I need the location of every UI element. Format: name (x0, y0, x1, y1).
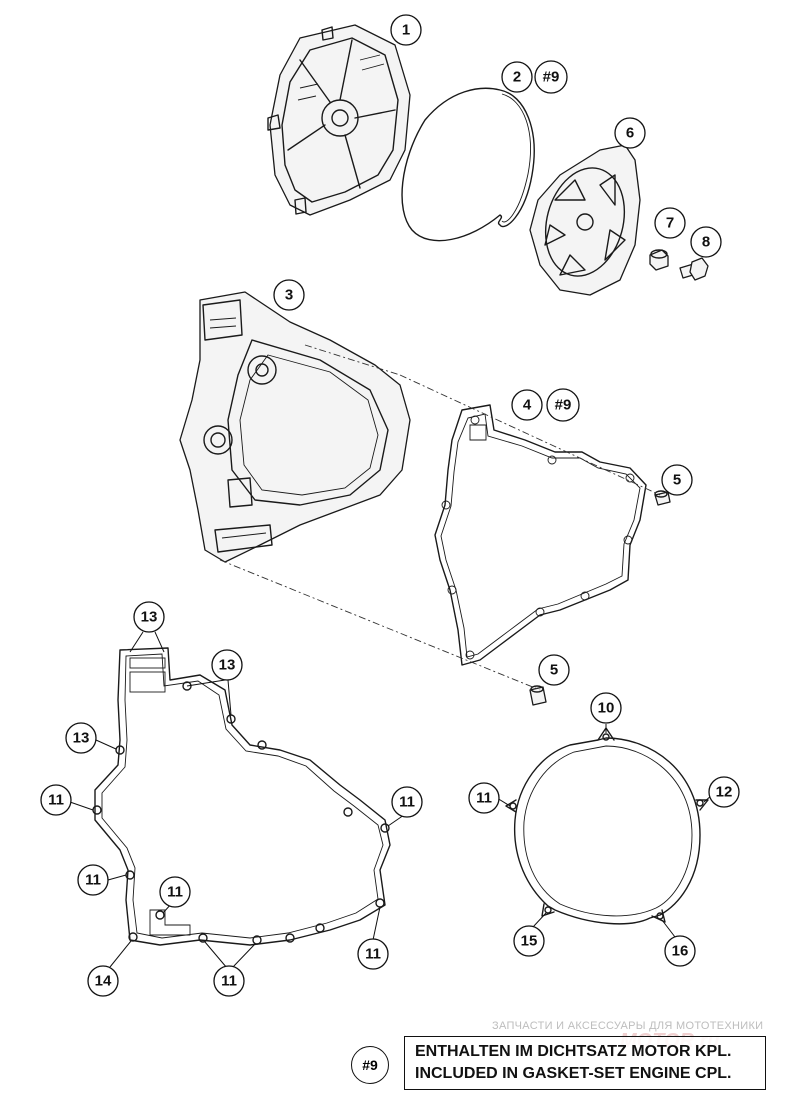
callout-11-bottom: 11 (213, 965, 245, 997)
svg-text:13: 13 (141, 609, 158, 626)
svg-text:15: 15 (521, 933, 538, 950)
svg-text:2: 2 (513, 69, 521, 86)
svg-text:8: 8 (702, 234, 710, 251)
callout-13-right: 13 (211, 649, 243, 681)
gasket-detail-ring (505, 727, 709, 925)
svg-text:#9: #9 (543, 69, 560, 86)
svg-text:11: 11 (476, 790, 492, 807)
svg-text:1: 1 (402, 22, 410, 39)
callout-12: 12 (708, 776, 740, 808)
watermark-text: ЗАПЧАСТИ И АКСЕССУАРЫ ДЛЯ МОТОТЕХНИКИ (492, 1020, 764, 1032)
callout-5-upper: 5 (661, 464, 693, 496)
callout-11-right-lower: 11 (357, 938, 389, 970)
svg-text:11: 11 (167, 884, 183, 901)
callout-11-right-upper: 11 (391, 786, 423, 818)
svg-text:11: 11 (48, 792, 64, 809)
legend-line-de: ENTHALTEN IM DICHTSATZ MOTOR KPL. (415, 1043, 732, 1060)
callout-15: 15 (513, 925, 545, 957)
part-2-o-ring (401, 87, 535, 242)
callout-6: 6 (614, 117, 646, 149)
svg-text:13: 13 (219, 657, 236, 674)
part-8-screw (679, 257, 709, 281)
callout-16: 16 (664, 935, 696, 967)
callout-10: 10 (590, 692, 622, 724)
svg-text:14: 14 (95, 973, 112, 990)
part-1-clutch-cover (267, 24, 411, 216)
part-3-clutch-cover-inner (179, 291, 411, 563)
callout-4-ref: #9 (546, 388, 580, 422)
svg-text:5: 5 (673, 472, 681, 489)
legend: #9 ENTHALTEN IM DICHTSATZ MOTOR KPL. INC… (349, 1036, 769, 1096)
callout-1: 1 (390, 14, 422, 46)
callout-2: 2 (501, 61, 533, 93)
part-5-dowel-pin-lower (529, 685, 547, 706)
assembly-lines (219, 344, 661, 691)
callout-11-ring: 11 (468, 782, 500, 814)
callout-14: 14 (87, 965, 119, 997)
callout-8: 8 (690, 226, 722, 258)
svg-text:11: 11 (221, 973, 237, 990)
callout-11-left: 11 (40, 784, 72, 816)
legend-key: #9 (351, 1046, 389, 1084)
svg-text:4: 4 (523, 397, 532, 414)
svg-text:11: 11 (365, 946, 381, 963)
callout-7: 7 (654, 207, 686, 239)
part-6-cover-protection (529, 144, 641, 296)
callout-5-lower: 5 (538, 654, 570, 686)
callout-13-top: 13 (133, 601, 165, 633)
leader-lines (69, 631, 713, 969)
callout-3: 3 (273, 279, 305, 311)
svg-text:#9: #9 (555, 397, 572, 414)
svg-text:12: 12 (716, 784, 733, 801)
legend-box: ENTHALTEN IM DICHTSATZ MOTOR KPL. INCLUD… (404, 1036, 766, 1090)
svg-text:13: 13 (73, 730, 90, 747)
callout-11-left-mid: 11 (77, 864, 109, 896)
part-7-spacer (649, 249, 669, 271)
callout-4: 4 (511, 389, 543, 421)
svg-text:16: 16 (672, 943, 689, 960)
svg-text:7: 7 (666, 215, 674, 232)
part-4-gasket (434, 404, 647, 666)
svg-text:10: 10 (598, 700, 615, 717)
legend-line-en: INCLUDED IN GASKET-SET ENGINE CPL. (415, 1065, 732, 1082)
part-5-dowel-pin-upper (654, 490, 671, 506)
callout-13-left: 13 (65, 722, 97, 754)
svg-text:6: 6 (626, 125, 634, 142)
svg-text:5: 5 (550, 662, 558, 679)
svg-text:11: 11 (399, 794, 415, 811)
callout-11-inner: 11 (159, 876, 191, 908)
svg-text:11: 11 (85, 872, 101, 889)
callout-2-ref: #9 (534, 60, 568, 94)
svg-text:3: 3 (285, 287, 293, 304)
gasket-detail-left (92, 647, 391, 946)
